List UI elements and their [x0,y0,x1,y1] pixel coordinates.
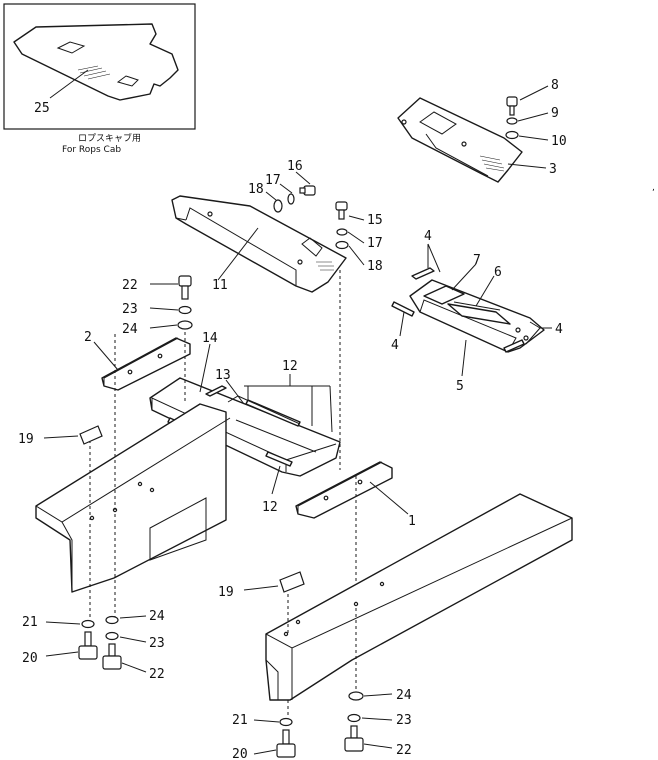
inset-note-en: For Rops Cab [62,145,121,155]
part-4-seal-right[interactable] [503,339,525,353]
part-22-bolt-right[interactable] [344,725,364,752]
callout-5: 5 [456,379,464,394]
callout-23-left: 23 [149,636,165,651]
callout-24-right: 24 [396,688,412,703]
part-12-seal-d[interactable] [265,451,293,467]
part-18-washer-upper[interactable] [273,199,283,213]
callout-17-lower: 17 [367,236,383,251]
callout-6: 6 [494,265,502,280]
callout-16: 16 [287,159,303,174]
callout-2: 2 [84,330,92,345]
callout-20-left: 20 [22,651,38,666]
callout-22-right: 22 [396,743,412,758]
assembly-bracket-11: 16 17 18 15 17 18 11 [171,159,383,293]
assembly-cover-3: 8 9 10 3 [397,78,567,183]
callout-1: 1 [408,514,416,529]
part-24-washer-right[interactable] [348,691,364,701]
callout-14: 14 [202,331,218,346]
part-15-bolt[interactable] [335,201,348,220]
edge-mark: , [652,183,655,193]
callout-18-lower: 18 [367,259,383,274]
part-24-washer-upper[interactable] [177,320,193,330]
inset-rops-cab: 25 ロプスキャブ用 For Rops Cab [3,3,196,155]
callout-19-left: 19 [18,432,34,447]
part-18-washer-lower[interactable] [335,240,349,250]
callout-23-right: 23 [396,713,412,728]
part-17-washer-lower[interactable] [336,228,348,236]
inset-frame [3,3,196,130]
callout-4-top: 4 [424,229,432,244]
part-7-pad[interactable] [423,285,465,305]
part-24-washer-left[interactable] [105,615,119,625]
part-19-clip-right[interactable] [279,571,305,593]
part-17-washer-upper[interactable] [287,193,295,205]
callout-10: 10 [551,134,567,149]
part-21-washer-left[interactable] [81,619,95,629]
part-4-seal-top[interactable] [411,267,435,280]
part-21-washer-right[interactable] [279,717,293,727]
assembly-right-frame: 19 24 21 23 20 22 [218,493,573,760]
part-12-seal-b[interactable] [245,399,301,427]
left-frame-rail [35,403,227,593]
callout-24-upper: 24 [122,322,138,337]
part-20-bolt-left[interactable] [78,631,98,660]
assembly-bracket-2: 22 23 24 2 [84,275,193,391]
part-23-washer-right[interactable] [347,713,361,723]
part-12-seal-a[interactable] [205,385,227,397]
part-9-washer[interactable] [506,117,518,125]
callout-24-left: 24 [149,609,165,624]
callout-22-upper: 22 [122,278,138,293]
part-22-bolt-left[interactable] [102,643,122,670]
part-23-washer-left[interactable] [105,631,119,641]
callout-20-right: 20 [232,747,248,760]
callout-18-upper: 18 [248,182,264,197]
callout-3: 3 [549,162,557,177]
callout-4-right: 4 [555,322,563,337]
callout-11: 11 [212,278,228,293]
callout-8: 8 [551,78,559,93]
part-25-floor-mat[interactable] [13,23,179,101]
inset-note-jp: ロプスキャブ用 [78,132,141,144]
part-8-bolt[interactable] [506,96,518,116]
assembly-left-frame: 19 21 24 23 20 22 [18,332,231,682]
callout-21-left: 21 [22,615,38,630]
part-4-seal-left[interactable] [391,301,415,317]
callout-9: 9 [551,106,559,121]
callout-23-upper: 23 [122,302,138,317]
part-16-bolt[interactable] [299,185,316,196]
part-22-bolt-upper[interactable] [178,275,192,300]
callout-12-bottom: 12 [262,500,278,515]
callout-4-left: 4 [391,338,399,353]
callout-17-upper: 17 [265,173,281,188]
part-6-strip[interactable] [447,303,511,325]
callout-7: 7 [473,253,481,268]
part-19-clip-left[interactable] [79,425,103,445]
right-frame-rail [265,493,573,701]
assembly-plate-5: 4 7 6 4 4 5 [391,229,563,394]
part-23-washer-upper[interactable] [178,305,192,315]
assembly-bracket-1: 1 [295,270,416,600]
callout-13: 13 [215,368,231,383]
part-20-bolt-right[interactable] [276,729,296,758]
part-10-washer[interactable] [505,130,519,140]
callout-22-left: 22 [149,667,165,682]
part-3-cover-plate[interactable] [397,97,523,183]
callout-21-right: 21 [232,713,248,728]
callout-12-top: 12 [282,359,298,374]
callout-19-right: 19 [218,585,234,600]
callout-15: 15 [367,213,383,228]
part-11-bracket[interactable] [171,195,347,293]
callout-25: 25 [34,101,50,116]
